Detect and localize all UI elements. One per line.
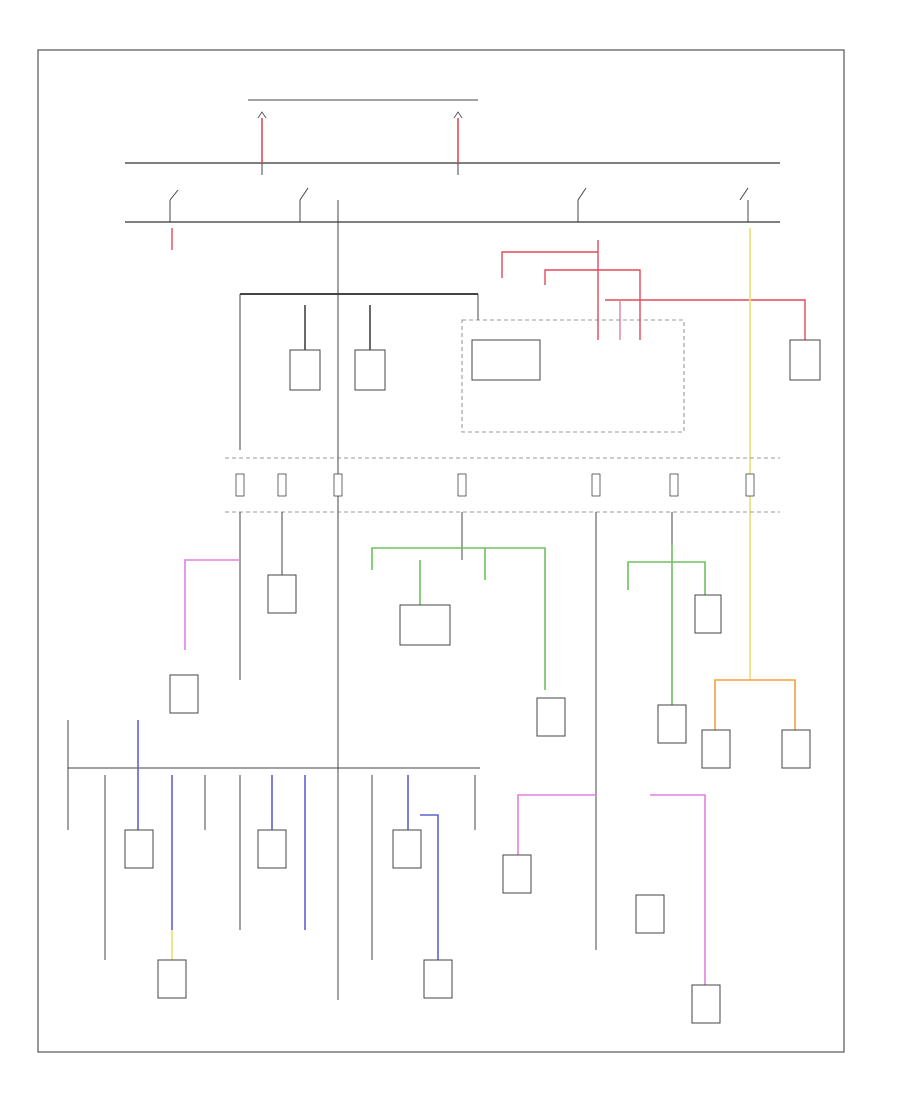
upper-distribution-bus [239, 293, 479, 450]
green-right-harness [627, 545, 706, 705]
ignition-switch-contacts [169, 187, 749, 222]
mid-components [169, 574, 811, 769]
magenta-lower-harness [517, 794, 706, 985]
battery-feeds [257, 111, 463, 175]
fuse-row [235, 473, 755, 497]
lower-components [124, 829, 721, 1024]
lower-drops [67, 720, 476, 960]
fuse-drops [239, 512, 673, 950]
green-center-harness [371, 547, 546, 690]
upper-components [289, 339, 821, 391]
blue-lower-harness [137, 720, 439, 960]
magenta-upper-loop [184, 559, 240, 650]
upper-right-harness [501, 240, 806, 340]
fuse-block-outline [461, 319, 685, 433]
orange-branch [714, 679, 796, 730]
center-component [399, 604, 451, 646]
diagram-frame [37, 49, 845, 1053]
